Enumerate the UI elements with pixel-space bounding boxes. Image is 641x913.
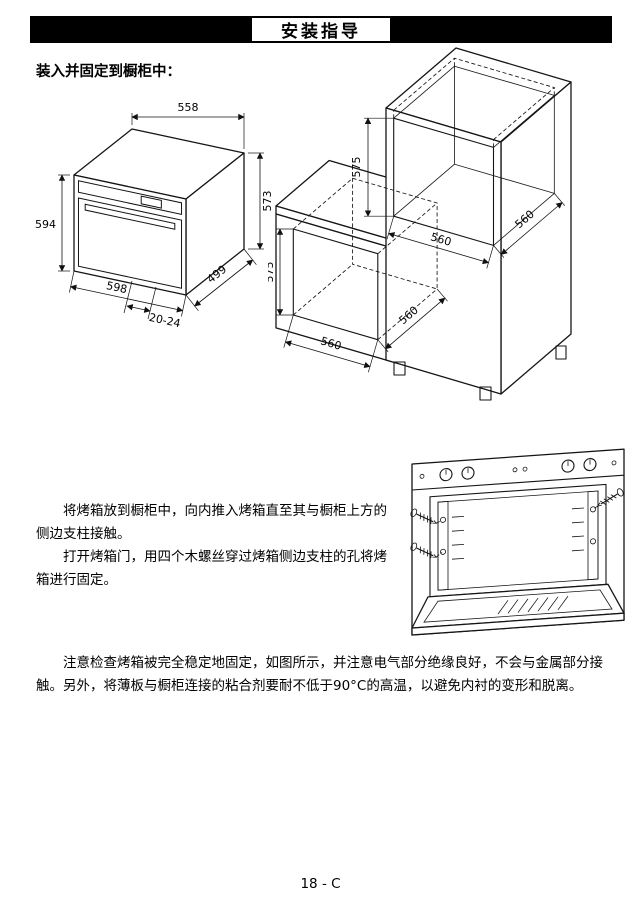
warning-paragraph: 注意检查烤箱被完全稳定地固定，如图所示，并注意电气部分绝缘良好，不会与金属部分接… [36, 655, 603, 694]
instruction-paragraphs: 将烤箱放到橱柜中，向内推入烤箱直至其与橱柜上方的侧边支柱接触。 打开烤箱门，用四… [36, 500, 396, 592]
control-knobs [419, 457, 617, 482]
wood-screw [596, 488, 624, 507]
dimension-upper-height: 575 [350, 117, 394, 217]
cabinet-foot [479, 386, 492, 401]
lower-height-label: 575 [268, 262, 276, 283]
dim-front-width-label: 598 [105, 279, 128, 296]
page-title: 安装指导 [281, 22, 361, 42]
dim-back-height-label: 573 [261, 191, 274, 212]
dim-top-width-label: 558 [178, 101, 199, 114]
screw-hole [439, 516, 446, 523]
page-title-box: 安装指导 [252, 18, 390, 42]
section-heading: 装入并固定到橱柜中： [36, 64, 181, 80]
hidden-edges [293, 57, 556, 341]
screw-hole [589, 506, 596, 513]
screw-hole [439, 548, 446, 555]
control-panel-divider [412, 474, 624, 491]
oven-cavity [429, 483, 607, 598]
dim-door-gap-label: 20-24 [148, 311, 182, 330]
screw-hole [589, 538, 596, 545]
oven-mounting-figure [410, 448, 625, 636]
cabinet-foot [393, 361, 406, 376]
shelf-racks [452, 507, 584, 560]
oven-dimensions-figure: 558 594 573 598 499 [28, 101, 274, 338]
upper-height-label: 575 [350, 157, 363, 178]
dimension-back-height: 573 [248, 152, 274, 250]
left-side-support [437, 501, 449, 591]
header-bar: 安装指导 [30, 16, 612, 43]
cabinet-niche-figure: 575 560 560 575 560 [268, 47, 572, 401]
wood-screw [410, 508, 438, 525]
oven-body [74, 129, 245, 295]
dimension-upper-width: 560 [386, 216, 494, 269]
dimension-lower-height: 575 [268, 228, 294, 316]
dimension-front-width: 598 [69, 270, 187, 317]
dimension-top-width: 558 [131, 101, 245, 149]
oven-front-details [78, 181, 181, 289]
instruction-paragraph-2: 打开烤箱门，用四个木螺丝穿过烤箱侧边支柱的孔将烤箱进行固定。 [36, 549, 387, 588]
instruction-paragraph-1: 将烤箱放到橱柜中，向内推入烤箱直至其与橱柜上方的侧边支柱接触。 [36, 503, 387, 542]
door-vent-hatch [497, 595, 569, 615]
dimension-front-height: 594 [35, 174, 70, 272]
dim-front-height-label: 594 [35, 218, 56, 231]
lower-width-label: 560 [319, 334, 343, 352]
dimension-lower-width: 560 [283, 314, 379, 373]
upper-width-label: 560 [429, 230, 453, 248]
right-side-support [587, 490, 599, 581]
open-oven-door [411, 583, 625, 636]
cabinet-foot [555, 345, 567, 360]
page-number: 18 - C [300, 876, 341, 892]
